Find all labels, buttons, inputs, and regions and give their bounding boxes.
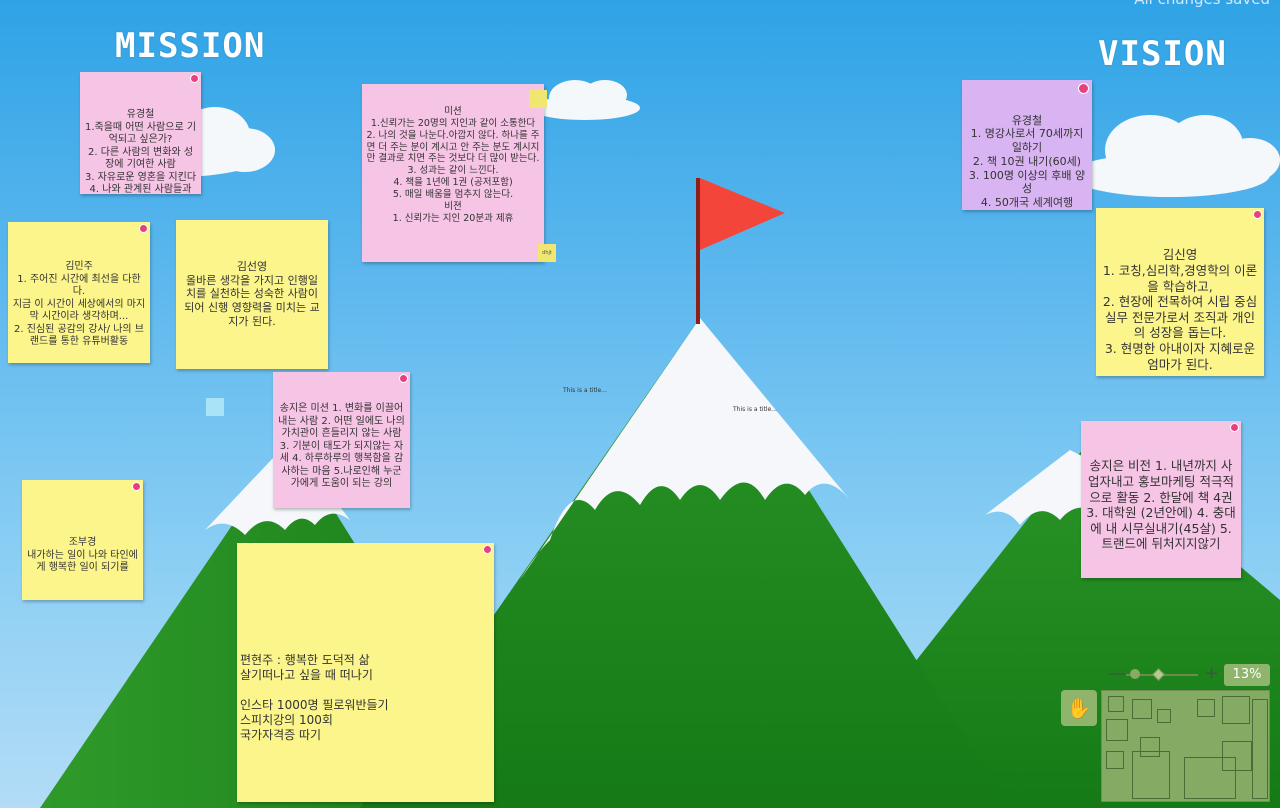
note-text: 김민주 1. 주어진 시간에 최선을 다한다. 지금 이 시간이 세상에서의 마… (12, 261, 146, 347)
hand-tool-button[interactable]: ✋ (1061, 690, 1097, 726)
note-badge-icon (399, 374, 408, 383)
text-label[interactable]: This is a title... (563, 387, 607, 394)
note-text: 미션 1.신뢰가는 20명의 지인과 같이 소통한다 2. 나의 것을 나눈다.… (366, 105, 540, 224)
zoom-controls: — + 13% (1104, 664, 1274, 686)
cloud-right (1070, 115, 1280, 197)
note-text: 편현주 : 행복한 도덕적 삶 살기떠나고 싶을 때 떠나기 인스타 1000명… (240, 653, 389, 742)
mini-sticky-note[interactable] (529, 90, 547, 108)
note-text: 유경철 1. 명강사로서 70세까지 일하기 2. 책 10권 내기(60세) … (968, 113, 1086, 210)
hand-icon: ✋ (1066, 696, 1092, 720)
text-label[interactable]: This is a title... (733, 406, 777, 413)
sticky-note-song-vision[interactable]: 송지은 비전 1. 내년까지 사업자내고 홍보마케팅 적극적으로 활동 2. 한… (1081, 421, 1241, 578)
note-text: 유경철 1.죽을때 어떤 사람으로 기억되고 싶은가? 2. 다른 사람의 변화… (84, 109, 197, 194)
note-badge-icon (1253, 210, 1262, 219)
sticky-note-kim-sunyoung-mission[interactable]: 김선영 올바른 생각을 가지고 인행일치를 실천하는 성숙한 사람이 되어 신행… (176, 220, 328, 369)
zoom-fit-marker[interactable] (1152, 668, 1165, 681)
note-badge-icon (190, 74, 199, 83)
zoom-in-button[interactable]: + (1204, 663, 1220, 684)
minimap[interactable] (1101, 690, 1270, 802)
sticky-note-yoo-vision[interactable]: 유경철 1. 명강사로서 70세까지 일하기 2. 책 10권 내기(60세) … (962, 80, 1092, 210)
sticky-note-kim-minju[interactable]: 김민주 1. 주어진 시간에 최선을 다한다. 지금 이 시간이 세상에서의 마… (8, 222, 150, 363)
sticky-note-pyeon-hyunju[interactable]: 편현주 : 행복한 도덕적 삶 살기떠나고 싶을 때 떠나기 인스타 1000명… (237, 543, 494, 802)
note-badge-icon (1230, 423, 1239, 432)
note-badge-icon (132, 482, 141, 491)
vision-title: VISION (1098, 34, 1227, 74)
sticky-note-jo-bukyung[interactable]: 조부경 내가하는 일이 나와 타인에게 행복한 일이 되기를 (22, 480, 143, 600)
sticky-note-mission-center[interactable]: 미션 1.신뢰가는 20명의 지인과 같이 소통한다 2. 나의 것을 나눈다.… (362, 84, 544, 262)
note-text: 송지은 미션 1. 변화를 이끌어내는 사람 2. 어떤 일에도 나의 가치관이… (278, 403, 405, 489)
sticky-note-kim-sunyoung-vision[interactable]: 김신영 1. 코칭,심리학,경영학의 이론을 학습하고, 2. 현장에 전목하여… (1096, 208, 1264, 376)
note-badge-icon (1078, 83, 1089, 94)
note-text: 김신영 1. 코칭,심리학,경영학의 이론을 학습하고, 2. 현장에 전목하여… (1102, 247, 1258, 372)
note-badge-icon (483, 545, 492, 554)
save-status: All changes saved (1134, 0, 1270, 8)
cloud-top-center (530, 80, 640, 120)
zoom-out-button[interactable]: — (1108, 663, 1126, 684)
mini-sticky-note-label[interactable]: dhjt (538, 244, 556, 262)
note-text: 조부경 내가하는 일이 나와 타인에게 행복한 일이 되기를 (27, 537, 138, 573)
note-text: 김선영 올바른 생각을 가지고 인행일치를 실천하는 성숙한 사람이 되어 신행… (184, 259, 320, 328)
zoom-level-display[interactable]: 13% (1224, 664, 1270, 686)
zoom-slider-handle[interactable] (1130, 669, 1140, 679)
mission-title: MISSION (115, 26, 266, 66)
flag-icon (700, 178, 785, 250)
note-text: 송지은 비전 1. 내년까지 사업자내고 홍보마케팅 적극적으로 활동 2. 한… (1086, 458, 1236, 552)
sticky-note-yoo-mission[interactable]: 유경철 1.죽을때 어떤 사람으로 기억되고 싶은가? 2. 다른 사람의 변화… (80, 72, 201, 194)
mini-shape[interactable] (206, 398, 224, 416)
note-badge-icon (139, 224, 148, 233)
sticky-note-song-mission[interactable]: 송지은 미션 1. 변화를 이끌어내는 사람 2. 어떤 일에도 나의 가치관이… (273, 372, 410, 508)
